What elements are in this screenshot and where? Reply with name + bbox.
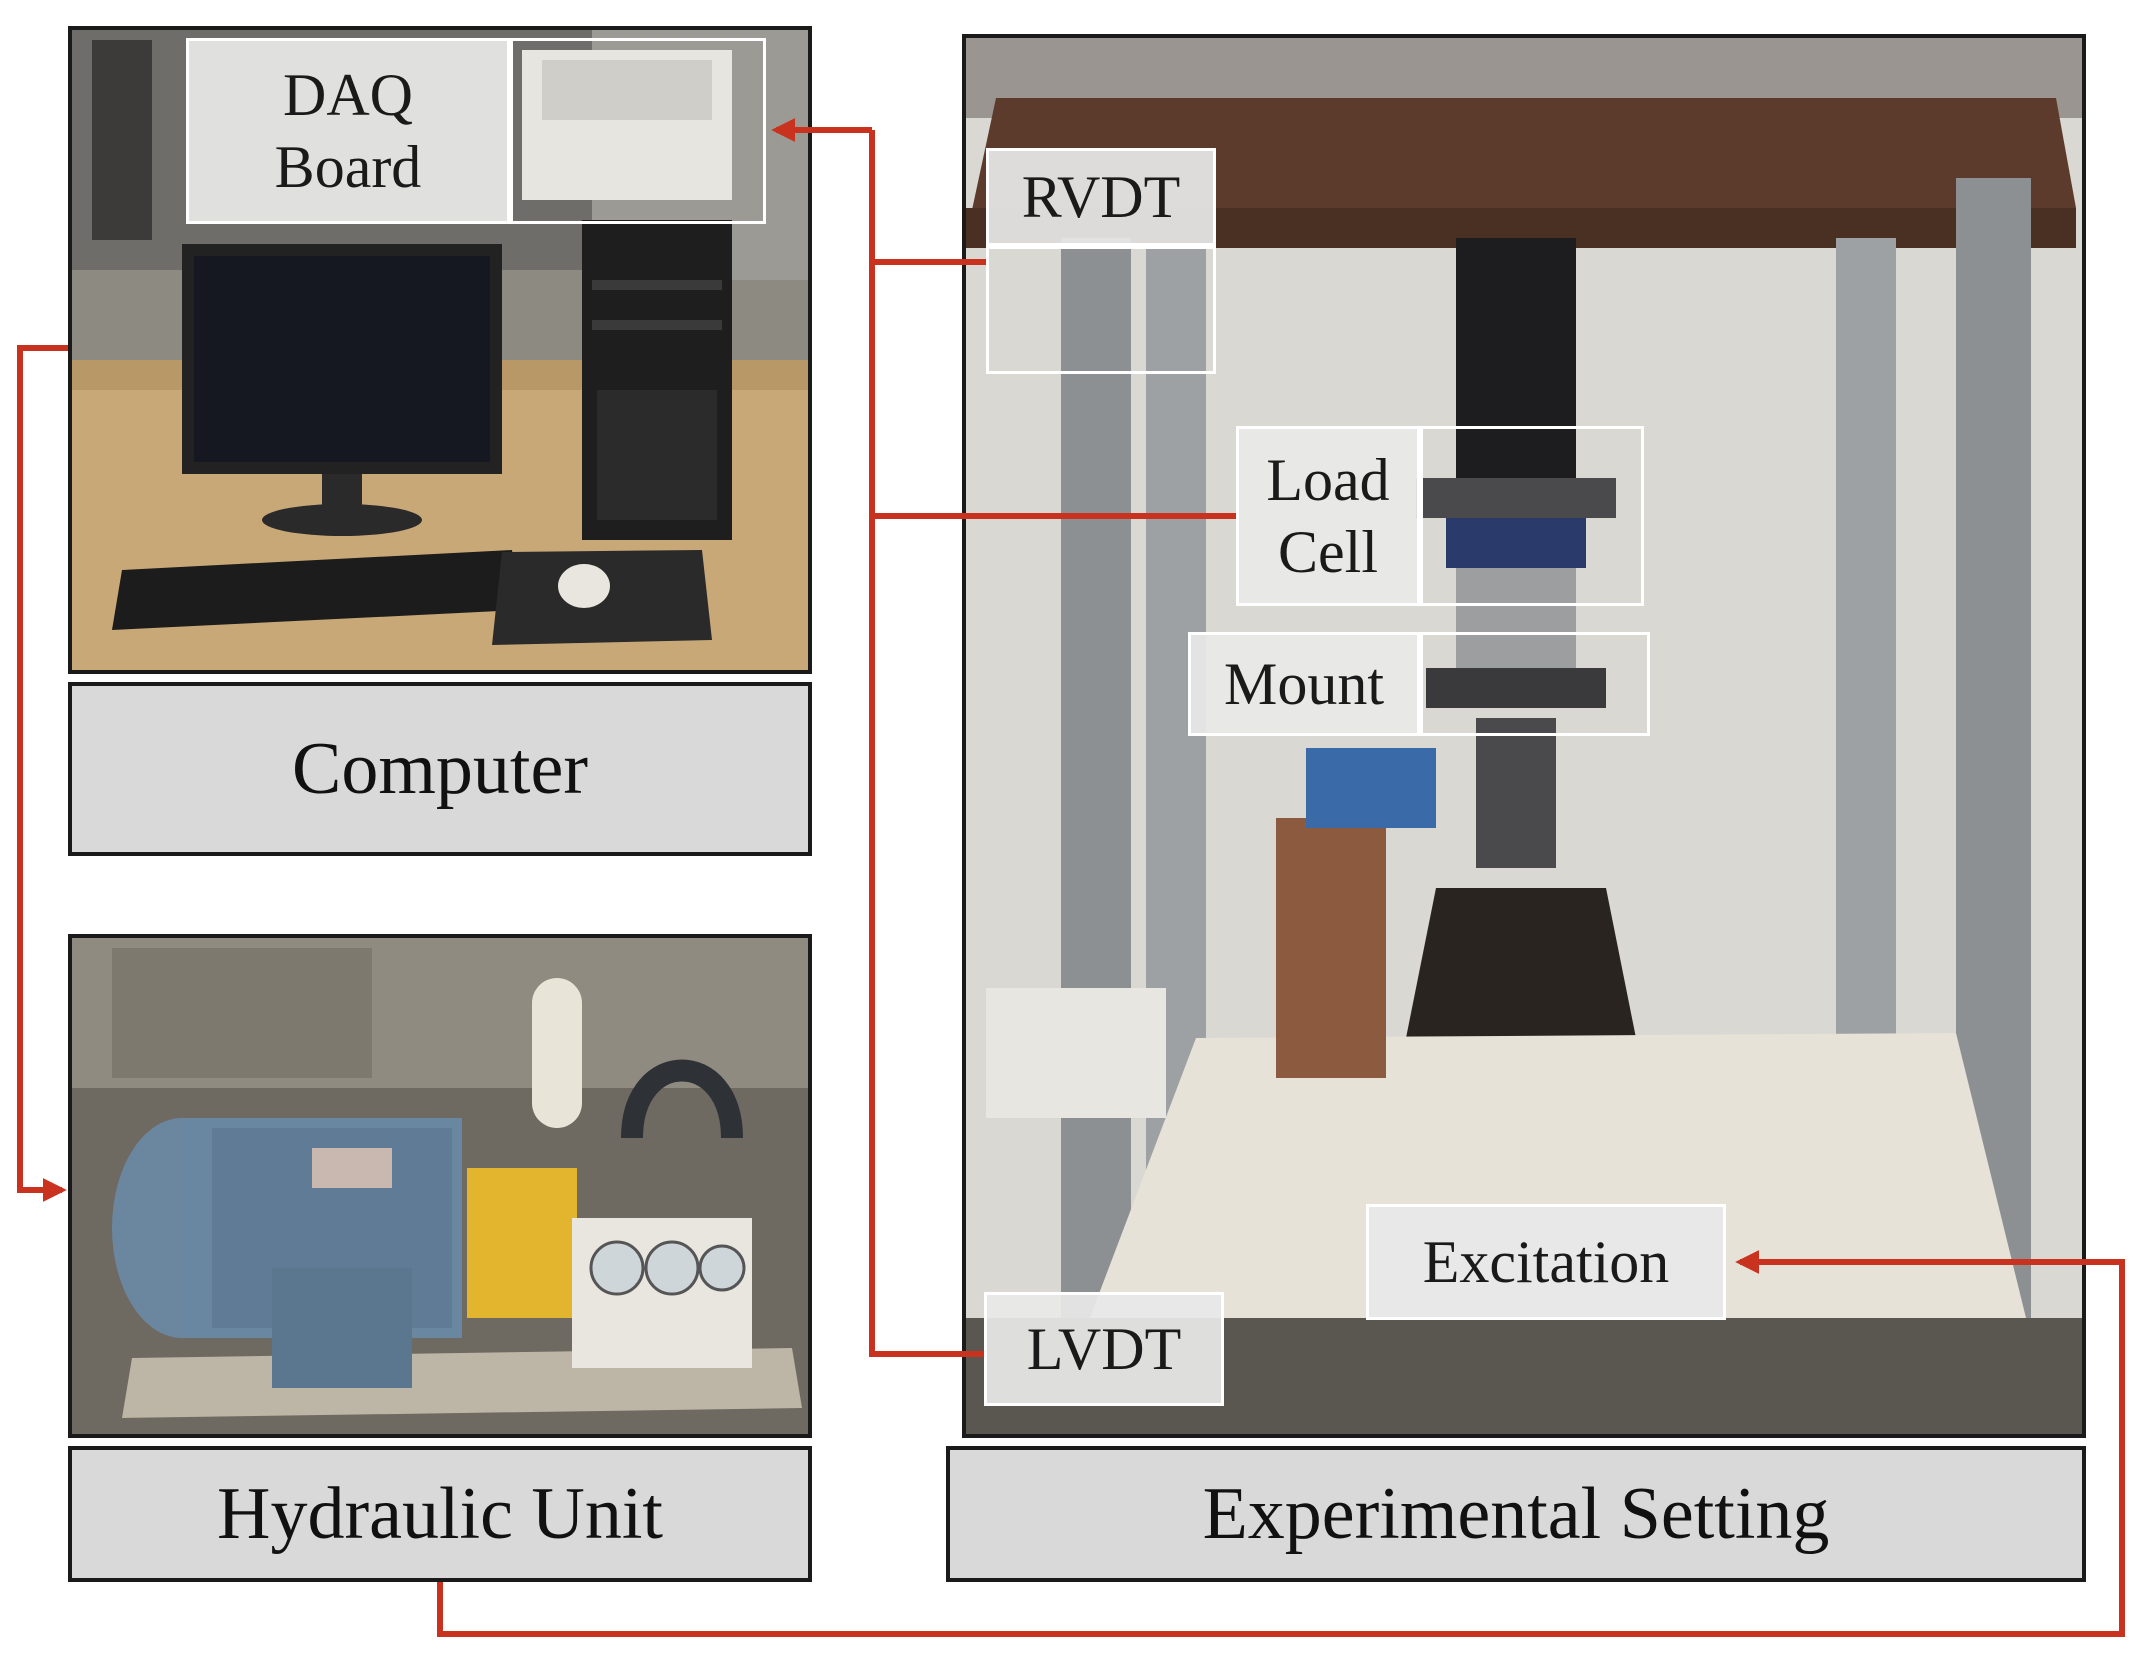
mount-label-text: Mount — [1223, 651, 1385, 717]
daq-board-label: DAQ Board — [186, 38, 510, 224]
rvdt-label-text: RVDT — [1021, 164, 1181, 230]
excitation-label-text: Excitation — [1422, 1229, 1670, 1295]
computer-caption-text: Computer — [292, 727, 588, 810]
hydraulic-unit-illustration — [72, 938, 808, 1434]
excitation-label: Excitation — [1366, 1204, 1726, 1320]
experimental-setting-caption: Experimental Setting — [946, 1446, 2086, 1582]
connector-computer-hydraulic — [17, 345, 68, 1202]
daq-board-label-line1: DAQ — [283, 62, 413, 128]
load-cell-highlight — [1420, 426, 1644, 606]
experimental-setting-caption-text: Experimental Setting — [1202, 1472, 1830, 1555]
load-cell-label-line1: Load — [1266, 447, 1390, 513]
daq-board-label-line2: Board — [274, 134, 422, 200]
rvdt-highlight — [986, 246, 1216, 374]
mount-highlight — [1420, 632, 1650, 736]
load-cell-label-line2: Cell — [1278, 519, 1378, 585]
hydraulic-unit-caption-text: Hydraulic Unit — [217, 1472, 663, 1555]
load-cell-label: Load Cell — [1236, 426, 1420, 606]
daq-board-highlight — [510, 38, 766, 224]
hydraulic-unit-caption: Hydraulic Unit — [68, 1446, 812, 1582]
rvdt-label: RVDT — [986, 148, 1216, 246]
lvdt-label-text: LVDT — [1026, 1316, 1182, 1382]
mount-label: Mount — [1188, 632, 1420, 736]
computer-caption: Computer — [68, 682, 812, 856]
lvdt-label: LVDT — [984, 1292, 1224, 1406]
hydraulic-unit-photo — [68, 934, 812, 1438]
